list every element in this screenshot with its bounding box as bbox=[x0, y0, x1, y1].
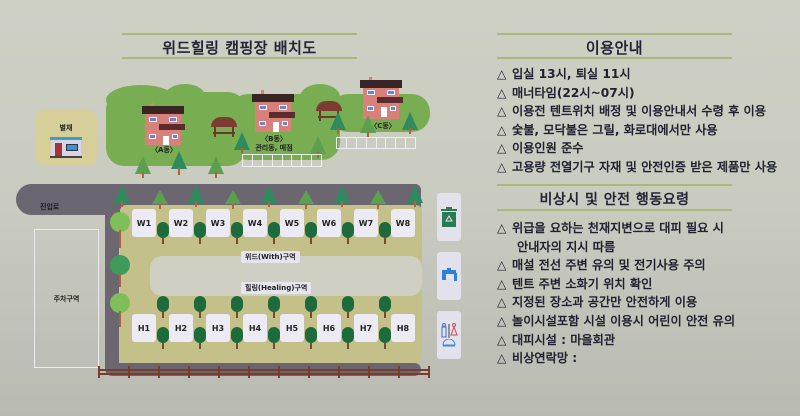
triangle-bullet-icon: △ bbox=[497, 85, 507, 100]
emergency-item: △놀이시설포함 시설 이용시 어린이 안전 유의 bbox=[497, 312, 735, 331]
campsite-h5[interactable]: H5 bbox=[280, 314, 304, 342]
emergency-rule-bottom bbox=[497, 209, 732, 211]
campsite-h7[interactable]: H7 bbox=[354, 314, 378, 342]
triangle-bullet-icon: △ bbox=[497, 295, 507, 310]
triangle-bullet-icon: △ bbox=[497, 122, 507, 137]
campsite-w4[interactable]: W4 bbox=[243, 209, 267, 237]
round-tree-icon bbox=[110, 293, 130, 313]
campsite-h6[interactable]: H6 bbox=[317, 314, 341, 342]
parking-spaces-c bbox=[336, 137, 416, 149]
parking-area-label: 주차구역 bbox=[53, 295, 80, 303]
campsite-w7[interactable]: W7 bbox=[354, 209, 378, 237]
usage-item: △고용량 전열기구 자재 및 안전인증 받은 제품만 사용 bbox=[497, 158, 777, 177]
triangle-bullet-icon: △ bbox=[497, 141, 507, 156]
triangle-bullet-icon: △ bbox=[497, 313, 507, 328]
side-road bbox=[105, 184, 119, 376]
campsite-w3[interactable]: W3 bbox=[206, 209, 230, 237]
emergency-item: △위급을 요하는 천재지변으로 대피 필요 시 bbox=[497, 219, 735, 238]
emergency-item: △비상연락망 : bbox=[497, 349, 735, 368]
building-a-icon bbox=[142, 103, 186, 145]
usage-rule-bottom bbox=[497, 57, 732, 59]
emergency-item-continuation: 안내자의 지시 따름 bbox=[517, 239, 616, 254]
emergency-item: △매설 전선 주변 유의 및 전기사용 주의 bbox=[497, 256, 735, 275]
emergency-title: 비상시 및 안전 행동요령 bbox=[539, 192, 690, 208]
usage-item: △이용전 텐트위치 배정 및 이용안내서 수령 후 이용 bbox=[497, 102, 777, 121]
building-b-label: 〈B동〉 bbox=[261, 135, 287, 143]
building-b-icon bbox=[252, 90, 296, 132]
restroom-shower-icon bbox=[437, 311, 461, 359]
parking-area bbox=[34, 229, 99, 368]
usage-item: △매너타임(22시~07시) bbox=[497, 84, 777, 103]
building-b-sublabel: 관리동, 매점 bbox=[255, 144, 293, 152]
water-tap-icon bbox=[437, 252, 461, 300]
building-c-icon bbox=[360, 77, 404, 119]
campsite-w1[interactable]: W1 bbox=[132, 209, 156, 237]
emergency-list: △위급을 요하는 천재지변으로 대피 필요 시 안내자의 지시 따름 △매설 전… bbox=[497, 219, 735, 368]
usage-item: △이용인원 준수 bbox=[497, 139, 777, 158]
usage-title: 이용안내 bbox=[585, 39, 644, 57]
emergency-item: △텐트 주변 소화기 위치 확인 bbox=[497, 275, 735, 294]
campsite-w5[interactable]: W5 bbox=[280, 209, 304, 237]
usage-item: △입실 13시, 퇴실 11시 bbox=[497, 65, 777, 84]
emergency-item: △대피시설 : 마을회관 bbox=[497, 331, 735, 350]
triangle-bullet-icon: △ bbox=[497, 221, 507, 235]
title-rule-bottom bbox=[122, 57, 357, 59]
emergency-rule-top bbox=[497, 184, 732, 186]
triangle-bullet-icon: △ bbox=[497, 104, 507, 119]
campsite-h1[interactable]: H1 bbox=[132, 314, 156, 342]
annex-label: 별채 bbox=[59, 124, 73, 132]
campsite-h2[interactable]: H2 bbox=[169, 314, 193, 342]
campsite-h4[interactable]: H4 bbox=[243, 314, 267, 342]
triangle-bullet-icon: △ bbox=[497, 67, 507, 81]
campsite-w6[interactable]: W6 bbox=[317, 209, 341, 237]
triangle-bullet-icon: △ bbox=[497, 332, 507, 347]
usage-list: △입실 13시, 퇴실 11시 △매너타임(22시~07시) △이용전 텐트위치… bbox=[497, 65, 777, 177]
fence bbox=[98, 366, 430, 378]
entrance-road-label: 진입로 bbox=[40, 203, 60, 211]
campsite-h8[interactable]: H8 bbox=[391, 314, 415, 342]
with-zone-label: 위드(With)구역 bbox=[241, 251, 300, 263]
triangle-bullet-icon: △ bbox=[497, 159, 507, 174]
annex-building-icon bbox=[50, 137, 82, 158]
gazebo-icon bbox=[211, 117, 237, 139]
round-tree-icon bbox=[110, 212, 130, 232]
building-a-label: 〈A동〉 bbox=[151, 146, 177, 154]
healing-zone-label: 힐링(Healing)구역 bbox=[241, 282, 312, 294]
recycling-bin-icon bbox=[437, 193, 461, 241]
map-title: 위드힐링 캠핑장 배치도 bbox=[162, 39, 317, 57]
round-tree-icon bbox=[110, 255, 130, 275]
title-rule-top bbox=[122, 33, 357, 35]
emergency-item: △지정된 장소과 공간만 안전하게 이용 bbox=[497, 293, 735, 312]
campsite-w8[interactable]: W8 bbox=[391, 209, 415, 237]
triangle-bullet-icon: △ bbox=[497, 258, 507, 273]
usage-item: △숯불, 모닥불은 그릴, 화로대에서만 사용 bbox=[497, 121, 777, 140]
building-c-label: 〈C동〉 bbox=[370, 122, 396, 130]
campsite-h3[interactable]: H3 bbox=[206, 314, 230, 342]
triangle-bullet-icon: △ bbox=[497, 276, 507, 291]
campsite-w2[interactable]: W2 bbox=[169, 209, 193, 237]
triangle-bullet-icon: △ bbox=[497, 351, 507, 366]
parking-spaces-b bbox=[242, 154, 322, 167]
usage-rule-top bbox=[497, 33, 732, 35]
